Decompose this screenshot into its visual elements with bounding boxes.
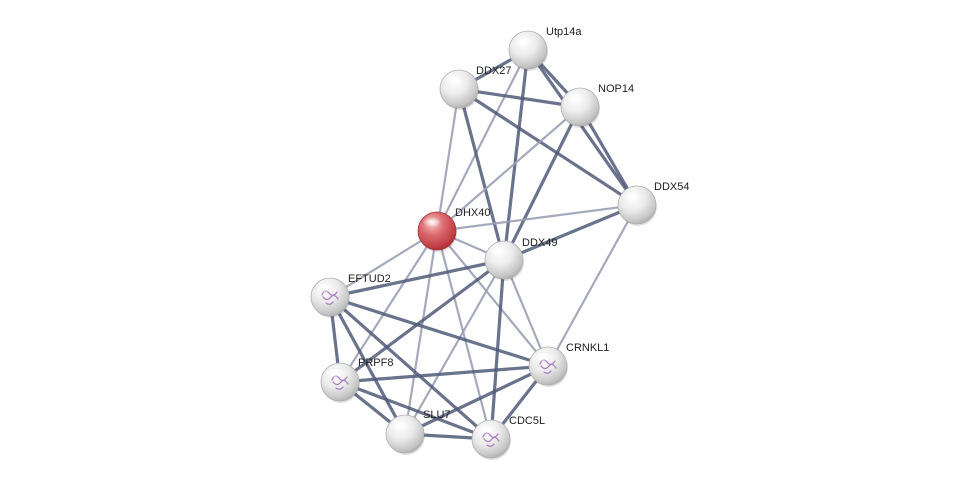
edge-crnkl1-slu7[interactable] [403,364,550,436]
edge-nop14-ddx49[interactable] [502,105,582,262]
edge-eftud2-crnkl1[interactable] [328,295,550,368]
edge-utp14a-ddx54[interactable] [526,48,639,207]
node-label: CDC5L [509,415,545,427]
node-label: NOP14 [598,83,634,95]
node-highlight [423,217,441,227]
edge-dhx40-crnkl1[interactable] [435,229,550,368]
edge-ddx49-eftud2[interactable] [328,258,506,299]
node-highlight [566,93,584,103]
node-label: Utp14a [546,26,582,38]
node-highlight [477,425,495,435]
node-sphere[interactable] [560,87,600,127]
node-eftud2[interactable]: EFTUD2 [310,273,391,318]
edge-ddx27-ddx54[interactable] [457,87,639,207]
node-highlight [514,36,532,46]
node-highlight [326,368,344,378]
node-label: SLU7 [423,409,451,421]
nodes-layer: Utp14aDDX27NOP14DDX54DHX40DDX49EFTUD2PRP… [310,26,689,460]
edge-eftud2-slu7[interactable] [328,295,407,436]
edge-ddx27-dhx40[interactable] [435,87,461,233]
node-utp14a[interactable]: Utp14a [508,26,582,71]
edge-dhx40-prpf8[interactable] [338,229,439,384]
node-nop14[interactable]: NOP14 [560,83,634,128]
node-sphere[interactable] [617,185,657,225]
node-slu7[interactable]: SLU7 [385,409,451,455]
edge-ddx54-ddx49[interactable] [502,203,639,262]
edge-utp14a-dhx40[interactable] [435,48,530,233]
node-label: CRNKL1 [566,342,609,354]
edge-dhx40-cdc5l[interactable] [435,229,493,441]
edge-ddx49-prpf8[interactable] [338,258,506,384]
node-label: DHX40 [455,207,490,219]
edge-ddx54-crnkl1[interactable] [546,203,639,368]
edge-dhx40-eftud2[interactable] [328,229,439,299]
node-sphere[interactable] [471,419,511,459]
node-sphere[interactable] [528,346,568,386]
edge-ddx27-ddx49[interactable] [457,87,506,262]
node-label: DDX27 [476,65,511,77]
focus-node-sphere[interactable] [417,211,457,251]
node-highlight [534,352,552,362]
node-label: PRPF8 [358,357,393,369]
node-highlight [445,75,463,85]
node-label: DDX49 [522,237,557,249]
node-sphere[interactable] [385,414,425,454]
node-sphere[interactable] [484,240,524,280]
node-ddx54[interactable]: DDX54 [617,181,689,226]
node-ddx27[interactable]: DDX27 [439,65,511,110]
edge-ddx27-nop14[interactable] [457,87,582,109]
edge-nop14-dhx40[interactable] [435,105,582,233]
edge-eftud2-cdc5l[interactable] [328,295,493,441]
node-prpf8[interactable]: PRPF8 [320,357,393,403]
node-sphere[interactable] [310,277,350,317]
edge-utp14a-ddx49[interactable] [502,48,530,262]
node-crnkl1[interactable]: CRNKL1 [528,342,609,387]
node-dhx40[interactable]: DHX40 [417,207,490,252]
node-sphere[interactable] [320,362,360,402]
edges-layer [328,48,639,441]
node-sphere[interactable] [439,69,479,109]
node-highlight [316,283,334,293]
edge-dhx40-slu7[interactable] [403,229,439,436]
edge-prpf8-crnkl1[interactable] [338,364,550,384]
node-ddx49[interactable]: DDX49 [484,237,557,281]
node-label: DDX54 [654,181,689,193]
edge-prpf8-cdc5l[interactable] [338,380,493,441]
node-cdc5l[interactable]: CDC5L [471,415,545,460]
node-highlight [490,246,508,256]
node-highlight [391,420,409,430]
edge-ddx49-slu7[interactable] [403,258,506,436]
node-highlight [623,191,641,201]
node-sphere[interactable] [508,30,548,70]
edge-ddx54-dhx40[interactable] [435,203,639,233]
node-label: EFTUD2 [348,273,391,285]
